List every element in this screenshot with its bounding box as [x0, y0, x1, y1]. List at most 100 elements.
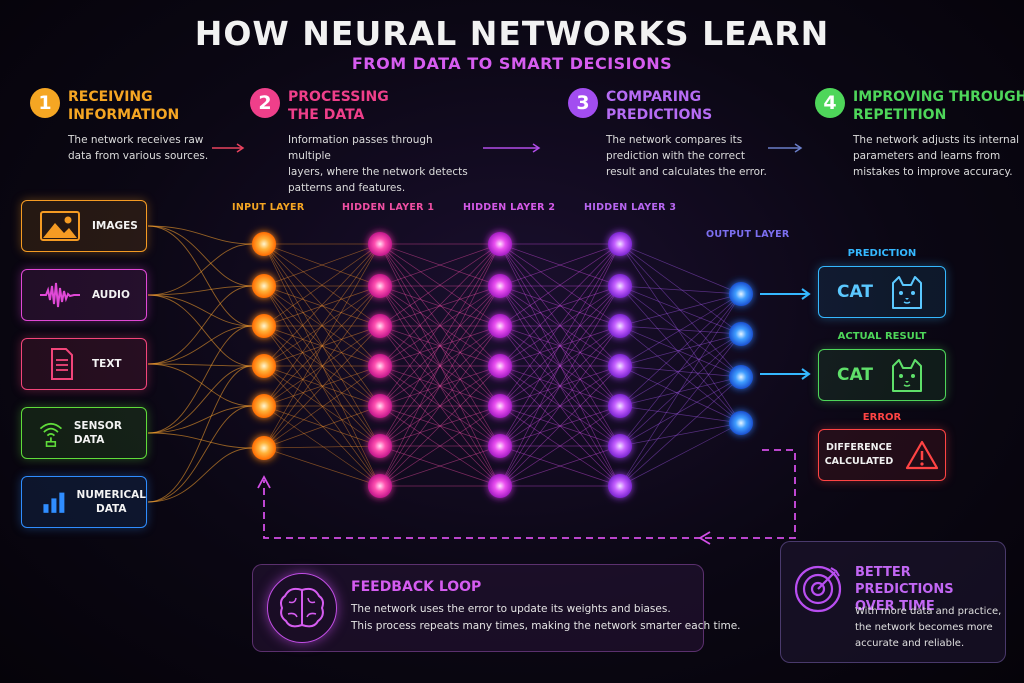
- actual-result-box: CAT: [818, 349, 946, 401]
- source-sensor-label: SENSOR DATA: [73, 420, 122, 446]
- network-edge: [263, 447, 381, 487]
- network-edge: [379, 243, 501, 327]
- step-2-title: PROCESSING THE DATA: [288, 88, 389, 124]
- network-edge: [379, 243, 501, 287]
- network-edge: [619, 325, 742, 424]
- network-edge: [263, 285, 381, 327]
- network-edge: [263, 405, 381, 449]
- network-edge: [379, 325, 501, 487]
- step-arrow-1: [212, 143, 245, 153]
- network-connections: [263, 243, 742, 487]
- hidden1-node: [368, 474, 392, 498]
- network-edge: [263, 285, 381, 367]
- network-edge: [379, 285, 501, 447]
- step-4-title-line2: REPETITION: [853, 107, 947, 123]
- network-edge: [619, 376, 742, 407]
- network-edge: [499, 243, 621, 327]
- source-audio: AUDIO: [21, 269, 147, 321]
- better-predictions-panel: BETTER PREDICTIONS OVER TIME With more d…: [780, 541, 1006, 663]
- hidden3-node: [608, 314, 632, 338]
- network-edge: [263, 285, 381, 487]
- source-connection: [147, 225, 253, 327]
- network-edge: [379, 285, 501, 407]
- network-edge: [499, 243, 621, 367]
- step-1-title-line2: INFORMATION: [68, 107, 180, 123]
- network-edge: [263, 243, 381, 287]
- better-predictions-description: With more data and practice, the network…: [855, 604, 1001, 652]
- network-edge: [263, 243, 381, 449]
- hidden2-node: [488, 474, 512, 498]
- hidden1-node: [368, 434, 392, 458]
- output-node: [729, 322, 753, 346]
- network-edge: [499, 325, 621, 487]
- network-edge: [379, 285, 501, 447]
- step-2-title-line1: PROCESSING: [288, 89, 389, 105]
- network-edge: [619, 293, 742, 367]
- prediction-box: CAT: [818, 266, 946, 318]
- network-edge: [499, 285, 621, 487]
- network-edge: [263, 285, 381, 407]
- network-edge: [379, 365, 501, 487]
- source-connection: [147, 365, 253, 503]
- network-edge: [263, 285, 381, 449]
- source-connection: [147, 405, 253, 503]
- network-edge: [379, 405, 501, 487]
- prediction-label: PREDICTION: [847, 248, 917, 259]
- network-edge: [379, 285, 501, 407]
- network-edge: [619, 243, 742, 424]
- network-edge: [499, 325, 621, 447]
- network-edge: [263, 325, 381, 449]
- source-connection: [147, 365, 253, 434]
- hidden2-node: [488, 274, 512, 298]
- source-connection: [147, 325, 253, 365]
- source-connection: [147, 294, 253, 327]
- better-predictions-title-line2: OVER TIME: [855, 599, 935, 614]
- step-2-number-badge: 2: [250, 88, 280, 118]
- network-edge: [263, 325, 381, 367]
- step-4-desc-line: The network adjusts its internal: [853, 134, 1020, 146]
- network-edge: [263, 325, 381, 447]
- actual-result-value: CAT: [837, 365, 873, 385]
- step-1-number-badge: 1: [30, 88, 60, 118]
- source-numerical: NUMERICAL DATA: [21, 476, 147, 528]
- network-edge: [379, 365, 501, 487]
- network-edge: [619, 243, 742, 295]
- feedback-text-line2: This process repeats many times, making …: [351, 620, 741, 632]
- source-connection: [147, 225, 253, 287]
- network-edge: [379, 243, 501, 367]
- network-edge: [499, 365, 621, 447]
- source-text-label: TEXT: [92, 358, 122, 370]
- hidden2-node: [488, 314, 512, 338]
- step-3-title: COMPARING PREDICTIONS: [606, 88, 712, 124]
- feedback-title: FEEDBACK LOOP: [351, 579, 482, 595]
- warning-icon: [906, 440, 939, 470]
- network-edge: [499, 325, 621, 447]
- step-1-title-line1: RECEIVING: [68, 89, 153, 105]
- network-edge: [619, 365, 742, 424]
- image-icon: [40, 211, 80, 241]
- brain-icon-circle: [267, 573, 337, 643]
- network-edge: [379, 325, 501, 447]
- source-connection: [147, 447, 253, 503]
- network-edge: [619, 365, 742, 378]
- network-edge: [379, 325, 501, 367]
- step-4-title: IMPROVING THROUGH REPETITION: [853, 88, 1024, 124]
- source-connection: [147, 285, 253, 296]
- network-edge: [379, 285, 501, 367]
- network-edge: [499, 285, 621, 327]
- network-edge: [619, 293, 742, 447]
- network-edge: [379, 243, 501, 367]
- network-edge: [499, 405, 621, 487]
- network-edge: [499, 243, 621, 407]
- step-3-desc-line: result and calculates the error.: [606, 166, 767, 178]
- network-edge: [379, 445, 501, 487]
- network-edge: [263, 405, 381, 487]
- network-edge: [619, 285, 742, 424]
- network-edge: [263, 243, 381, 487]
- hidden3-node: [608, 394, 632, 418]
- network-edge: [499, 365, 621, 487]
- network-edge: [379, 285, 501, 367]
- network-edge: [499, 405, 621, 487]
- network-nodes: [252, 232, 753, 498]
- page-title: HOW NEURAL NETWORKS LEARN: [194, 14, 830, 53]
